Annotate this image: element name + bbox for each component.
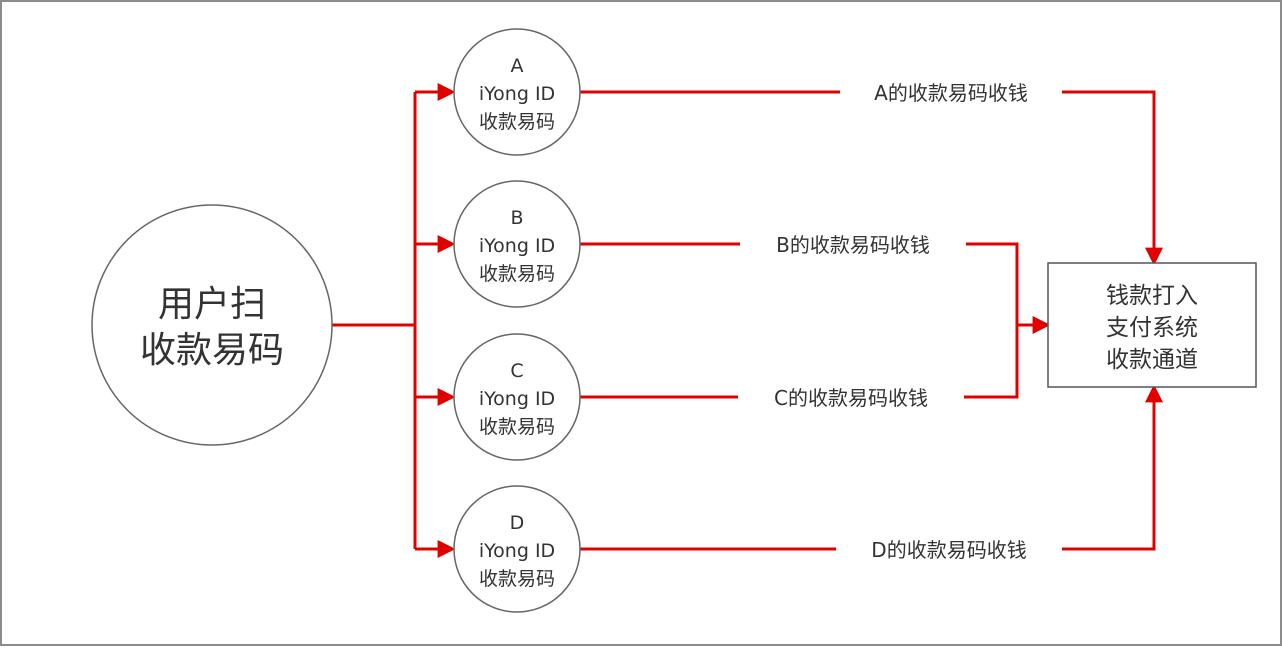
edge-label-a: A的收款易码收钱 [874,81,1028,105]
account-a-line-1: A [511,55,524,77]
edge-label-b: B的收款易码收钱 [776,233,930,257]
arrow-a-to-target [580,90,1163,266]
account-c-line-3: 收款易码 [479,416,555,438]
target-node-line-2: 支付系统 [1106,315,1198,341]
arrow-d-to-target [580,384,1163,551]
account-node-c: C iYong ID 收款易码 [453,333,581,461]
edge-label-d: D的收款易码收钱 [871,538,1026,562]
target-node: 钱款打入 支付系统 收款通道 [1047,262,1257,388]
account-a-line-2: iYong ID [479,83,555,105]
source-node-line-1: 用户扫 [158,284,266,325]
account-b-line-3: 收款易码 [479,263,555,285]
source-node: 用户扫 收款易码 [91,204,333,446]
edge-label-c: C的收款易码收钱 [774,386,928,410]
account-c-line-2: iYong ID [479,388,555,410]
connector-b-to-merge [580,242,1019,399]
account-c-line-1: C [510,360,523,382]
account-d-line-3: 收款易码 [479,568,555,590]
target-node-line-1: 钱款打入 [1106,283,1198,309]
account-node-d: D iYong ID 收款易码 [453,485,581,613]
edge-labels: A的收款易码收钱 B的收款易码收钱 C的收款易码收钱 D的收款易码收钱 [738,77,1062,566]
source-node-line-2: 收款易码 [140,330,284,371]
target-node-line-3: 收款通道 [1106,347,1198,373]
account-d-line-1: D [510,512,525,534]
account-a-line-3: 收款易码 [479,111,555,133]
account-node-b: B iYong ID 收款易码 [453,180,581,308]
account-d-line-2: iYong ID [479,540,555,562]
account-b-line-1: B [510,207,523,229]
account-node-a: A iYong ID 收款易码 [453,28,581,156]
connectors [332,83,1163,558]
account-b-line-2: iYong ID [479,235,555,257]
